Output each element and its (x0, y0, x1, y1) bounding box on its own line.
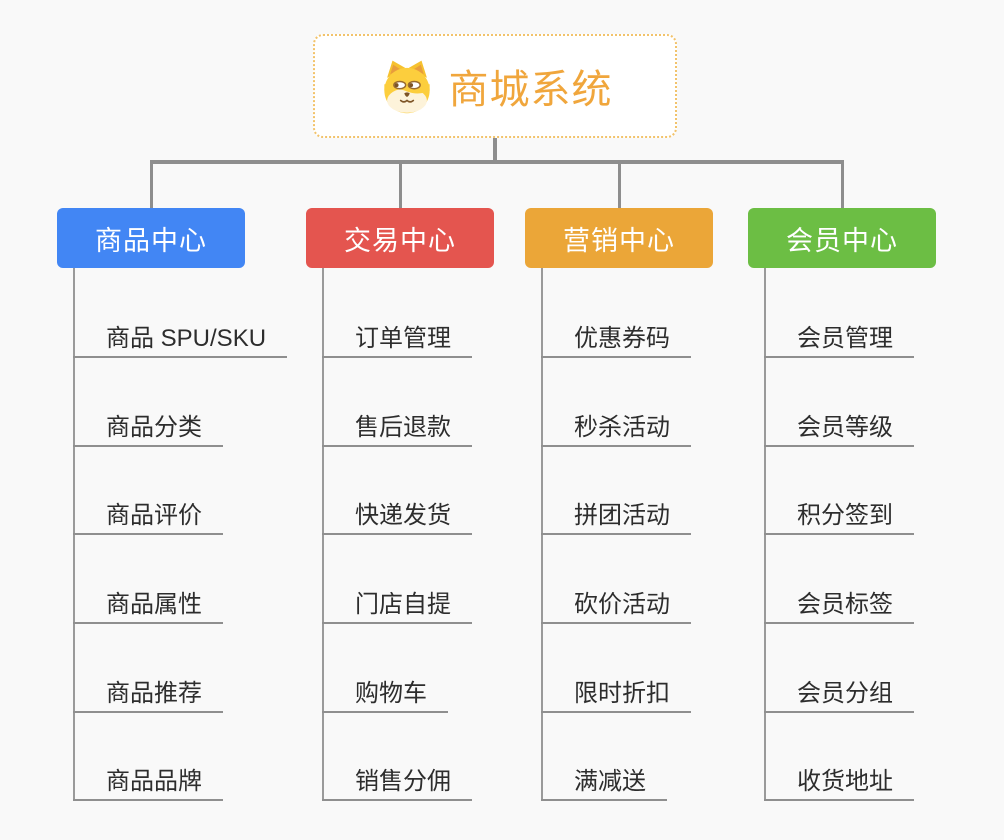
leaf-topic[interactable]: 商品评价 (73, 499, 223, 535)
leaf-topic[interactable]: 商品 SPU/SKU (73, 322, 288, 358)
leaf-topic[interactable]: 会员标签 (764, 588, 914, 624)
branch-label: 交易中心 (344, 225, 456, 256)
leaf-topic[interactable]: 购物车 (322, 677, 448, 713)
leaf-topic[interactable]: 满减送 (541, 765, 667, 801)
dog-face-icon (383, 60, 430, 114)
leaf-topic[interactable]: 销售分佣 (322, 765, 472, 801)
leaf-topic[interactable]: 售后退款 (322, 411, 472, 447)
connector-drop-marketing (617, 163, 621, 208)
branch-label: 商品中心 (95, 225, 207, 256)
leaf-topic[interactable]: 订单管理 (322, 322, 472, 358)
leaf-topic[interactable]: 砍价活动 (541, 588, 691, 624)
root-topic-title: 商城系统 (448, 68, 613, 112)
connector-bus (149, 160, 844, 164)
leaf-topic[interactable]: 会员等级 (764, 411, 914, 447)
leaf-topic[interactable]: 会员分组 (764, 677, 914, 713)
leaf-topic[interactable]: 限时折扣 (541, 677, 691, 713)
leaf-topic[interactable]: 积分签到 (764, 499, 914, 535)
leaf-topic[interactable]: 会员管理 (764, 322, 914, 358)
branch-label: 营销中心 (563, 225, 675, 256)
branch-topic-member-center[interactable]: 会员中心 (748, 208, 936, 268)
branch-topic-marketing-center[interactable]: 营销中心 (525, 208, 713, 268)
branch-topic-product-center[interactable]: 商品中心 (57, 208, 245, 268)
leaf-topic[interactable]: 拼团活动 (541, 499, 691, 535)
connector-drop-member (840, 163, 844, 208)
connector-root-stub (493, 138, 497, 163)
leaf-topic[interactable]: 秒杀活动 (541, 411, 691, 447)
root-topic[interactable]: 商城系统 (313, 34, 677, 138)
branch-topic-trade-center[interactable]: 交易中心 (306, 208, 494, 268)
connector-drop-trade (398, 163, 402, 208)
leaf-topic[interactable]: 商品推荐 (73, 677, 223, 713)
connector-drop-product (149, 163, 153, 208)
leaf-topic[interactable]: 收货地址 (764, 765, 914, 801)
leaf-topic[interactable]: 商品分类 (73, 411, 223, 447)
leaf-topic[interactable]: 优惠券码 (541, 322, 691, 358)
leaf-topic[interactable]: 门店自提 (322, 588, 472, 624)
leaf-topic[interactable]: 快递发货 (322, 499, 472, 535)
branch-label: 会员中心 (786, 225, 898, 256)
leaf-topic[interactable]: 商品属性 (73, 588, 223, 624)
leaf-topic[interactable]: 商品品牌 (73, 765, 223, 801)
